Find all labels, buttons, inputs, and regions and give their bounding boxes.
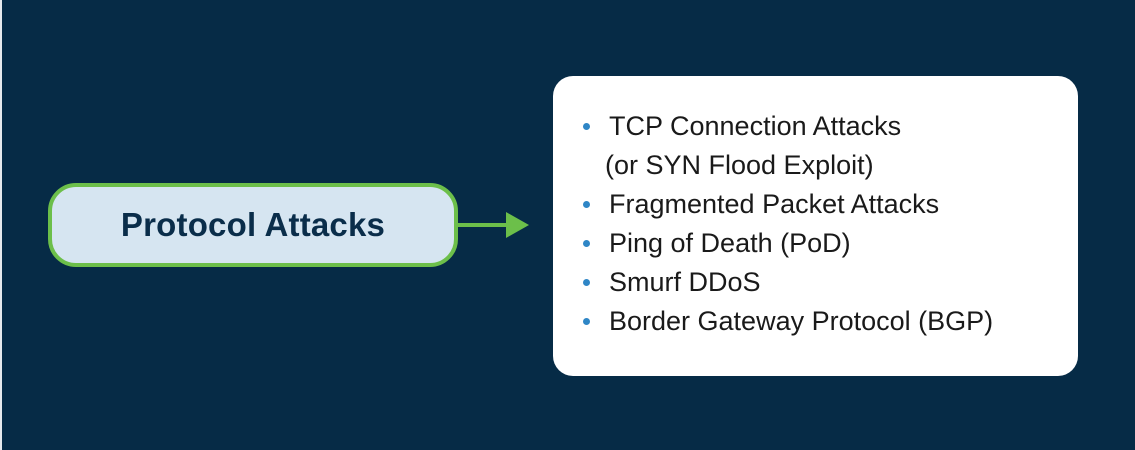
bullet-dot-icon	[583, 201, 590, 208]
list-item-label: TCP Connection Attacks	[609, 111, 902, 141]
topic-label: Protocol Attacks	[120, 206, 386, 243]
list-item-label: Border Gateway Protocol (BGP)	[609, 306, 994, 336]
list-item-label: Ping of Death (PoD)	[609, 228, 851, 258]
list-item-label: Fragmented Packet Attacks	[609, 189, 940, 219]
bullet-dot-icon	[583, 279, 590, 286]
attack-list-box: TCP Connection Attacks (or SYN Flood Exp…	[553, 76, 1078, 376]
list-item: Smurf DDoS	[583, 263, 1078, 302]
attack-list: TCP Connection Attacks (or SYN Flood Exp…	[583, 107, 1078, 341]
left-edge-divider	[0, 0, 2, 450]
bullet-dot-icon	[583, 318, 590, 325]
list-item-label: Smurf DDoS	[609, 267, 761, 297]
list-item: Ping of Death (PoD)	[583, 224, 1078, 263]
list-item: Border Gateway Protocol (BGP)	[583, 302, 1078, 341]
arrow-head	[506, 212, 529, 238]
list-item-label-continuation: (or SYN Flood Exploit)	[605, 150, 874, 180]
list-item: TCP Connection Attacks (or SYN Flood Exp…	[583, 107, 1078, 185]
list-item: Fragmented Packet Attacks	[583, 185, 1078, 224]
bullet-dot-icon	[583, 123, 590, 130]
bullet-dot-icon	[583, 240, 590, 247]
arrow-right-icon	[458, 212, 529, 238]
topic-box: Protocol Attacks	[48, 183, 458, 267]
